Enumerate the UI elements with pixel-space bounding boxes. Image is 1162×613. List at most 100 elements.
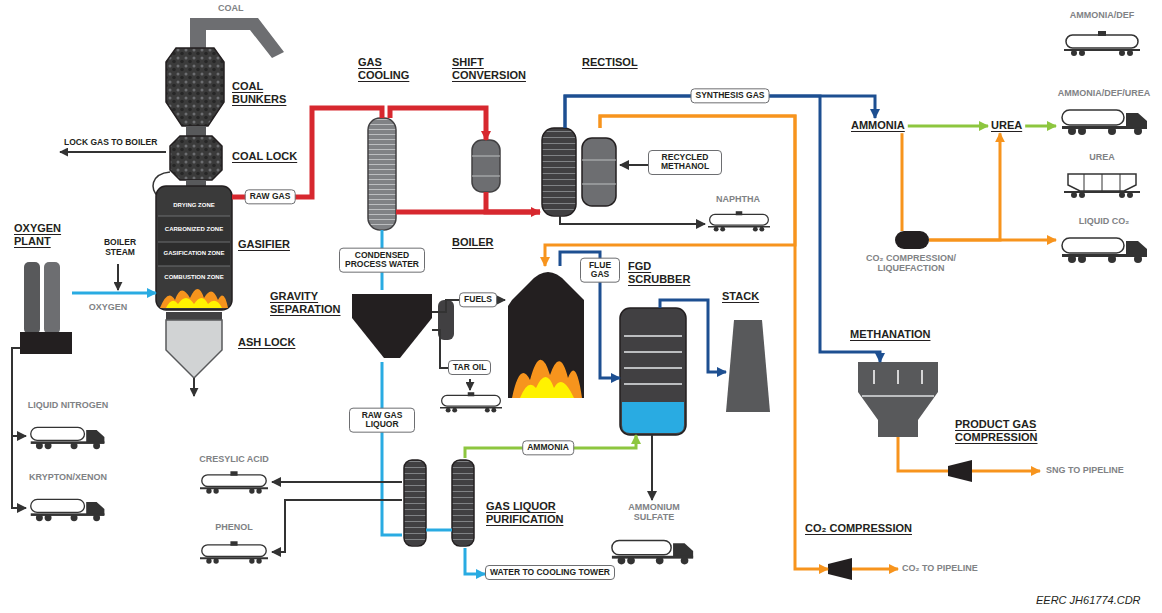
- flow-line: [545, 116, 795, 266]
- flow-line: [560, 252, 620, 378]
- flow-line: [486, 192, 540, 212]
- flow-line: [382, 362, 402, 535]
- process-unit: RECTISOL: [540, 128, 620, 216]
- process-unit: COAL LOCK: [168, 136, 222, 180]
- unit-heading: COAL LOCK: [232, 150, 297, 163]
- unit-heading: AMMONIA: [851, 119, 905, 132]
- process-unit: GASIFIERDRYING ZONECARBONIZED ZONEGASIFI…: [156, 186, 232, 310]
- flow-line: [929, 133, 1000, 240]
- unit-heading: RECTISOL: [582, 56, 638, 69]
- stream-label: RAW GAS LIQUOR: [349, 408, 415, 433]
- stream-box: TAR OIL: [448, 360, 491, 375]
- flow-line: [620, 164, 648, 166]
- flow-line: [465, 548, 485, 574]
- transport-vehicle: PHENOL: [196, 520, 272, 570]
- flow-line: [465, 435, 636, 458]
- transport-vehicle: AMMONIUM SULFATE: [612, 500, 696, 572]
- note-label: SNG TO PIPELINE: [1046, 465, 1124, 475]
- vehicle-label: KRYPTON/XENON: [26, 472, 110, 482]
- stream-label: CONDENSED PROCESS WATER: [339, 248, 425, 273]
- stream-label: WATER TO COOLING TOWER: [490, 568, 610, 577]
- zone-label: GASIFICATION ZONE: [156, 250, 232, 256]
- flow-line: [432, 330, 448, 368]
- flow-line: [660, 300, 726, 372]
- unit-heading: GRAVITY SEPARATION: [270, 290, 350, 316]
- unit-heading: UREA: [991, 119, 1022, 132]
- flow-line: [390, 108, 486, 140]
- process-unit: GAS COOLING: [368, 118, 396, 230]
- transport-vehicle: NAPHTHA: [705, 192, 771, 238]
- note-label: CO₂ TO PIPELINE: [902, 563, 978, 573]
- stream-label: TAR OIL: [453, 363, 486, 372]
- note-label: LOCK GAS TO BOILER: [64, 138, 157, 148]
- unit-heading: SHIFT CONVERSION: [452, 56, 536, 82]
- note-label: COAL: [218, 3, 244, 13]
- unit-heading: ASH LOCK: [238, 336, 295, 349]
- stream-label: FUELS: [459, 292, 497, 307]
- flow-line: [12, 348, 26, 436]
- vehicle-label: PHENOL: [196, 522, 272, 532]
- unit-heading: CO₂ COMPRESSION: [805, 522, 912, 535]
- unit-heading: STACK: [722, 290, 759, 303]
- process-unit: COAL BUNKERS: [166, 48, 224, 126]
- transport-vehicle: LIQUID CO₂: [1056, 214, 1152, 264]
- stream-box: RECYCLED METHANOL: [648, 150, 722, 175]
- flow-line: [898, 437, 948, 471]
- flow-line: [272, 500, 402, 552]
- process-unit: GAS LIQUOR PURIFICATION: [402, 458, 478, 548]
- vehicle-label: NAPHTHA: [705, 194, 771, 204]
- process-unit: GRAVITY SEPARATION: [352, 290, 432, 362]
- unit-heading: BOILER: [452, 236, 494, 249]
- vehicle-label: LIQUID NITROGEN: [26, 400, 110, 410]
- transport-vehicle: UREA: [1060, 150, 1144, 200]
- flow-line: [560, 216, 705, 224]
- process-unit: CO₂ COMPRESSION/ LIQUEFACTION: [895, 231, 929, 249]
- note-label: BOILER STEAM: [96, 238, 144, 258]
- vehicle-label: AMMONIUM SULFATE: [612, 502, 696, 523]
- flow-line: [901, 133, 904, 231]
- flow-line: [651, 435, 653, 500]
- flow-line: [72, 292, 156, 295]
- note-label: EERC JH61774.CDR: [1036, 594, 1141, 606]
- flow-line: [908, 125, 988, 128]
- process-unit: METHANATION: [858, 362, 938, 437]
- flow-line: [565, 96, 880, 362]
- zone-label: CARBONIZED ZONE: [156, 226, 232, 232]
- process-unit: CO₂ COMPRESSION: [828, 558, 852, 580]
- flow-line: [232, 108, 382, 197]
- flow-line: [272, 481, 402, 483]
- vehicle-label: CRESYLIC ACID: [196, 454, 272, 464]
- vehicle-label: UREA: [1060, 152, 1144, 162]
- process-unit: PRODUCT GAS COMPRESSION: [948, 460, 972, 482]
- product-unit: AMMONIA: [848, 118, 908, 133]
- product-unit: UREA: [988, 118, 1025, 133]
- unit-heading: GASIFIER: [238, 238, 290, 251]
- stream-label: OXYGEN: [89, 302, 128, 312]
- zone-label: DRYING ZONE: [156, 202, 232, 208]
- process-unit: STACK: [726, 320, 770, 412]
- stream-box: WATER TO COOLING TOWER: [485, 565, 615, 580]
- unit-heading: METHANATION: [850, 328, 930, 341]
- stream-label: FLUE GAS: [580, 258, 620, 283]
- unit-heading: COAL BUNKERS: [232, 80, 302, 106]
- process-unit: SHIFT CONVERSION: [472, 140, 500, 192]
- process-unit: OXYGEN PLANT: [20, 262, 72, 354]
- unit-heading: OXYGEN PLANT: [14, 222, 84, 248]
- unit-heading: GAS LIQUOR PURIFICATION: [486, 500, 578, 526]
- unit-heading: PRODUCT GAS COMPRESSION: [955, 418, 1055, 444]
- stream-label: SYNTHESIS GAS: [691, 88, 770, 103]
- process-unit: BOILER: [505, 266, 589, 398]
- stream-label: RAW GAS: [245, 189, 296, 204]
- flow-line: [1025, 125, 1056, 128]
- transport-vehicle: AMMONIA/DEF/UREA: [1056, 86, 1152, 138]
- stream-label: RECYCLED METHANOL: [653, 153, 717, 172]
- transport-vehicle: KRYPTON/XENON: [26, 470, 110, 522]
- vehicle-label: AMMONIA/DEF/UREA: [1056, 88, 1152, 98]
- vehicle-label: LIQUID CO₂: [1056, 216, 1152, 226]
- zone-label: COMBUSTION ZONE: [156, 274, 232, 280]
- unit-label: CO₂ COMPRESSION/ LIQUEFACTION: [861, 253, 961, 274]
- transport-vehicle: AMMONIA/DEF: [1060, 8, 1144, 58]
- transport-vehicle: LIQUID NITROGEN: [26, 398, 110, 450]
- unit-heading: FGD SCRUBBER: [628, 260, 708, 286]
